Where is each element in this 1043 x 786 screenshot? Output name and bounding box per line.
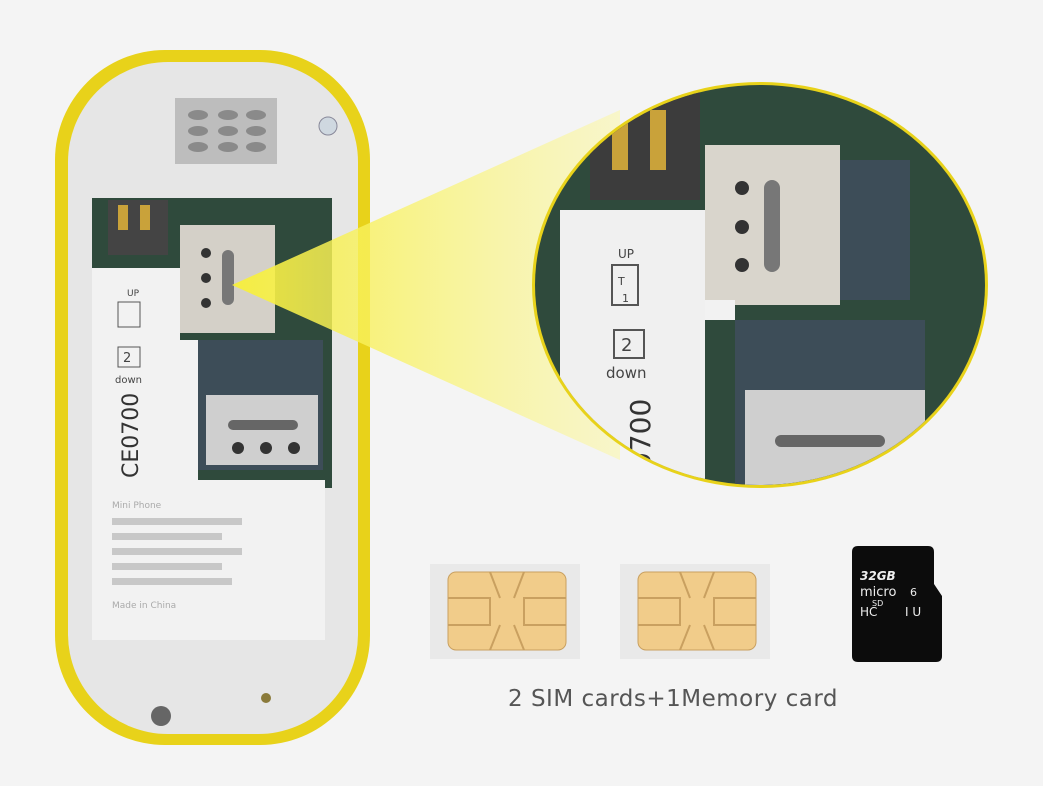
made-in-label: Made in China: [112, 601, 176, 611]
card-hc: HC: [860, 605, 877, 619]
caption: 2 SIM cards+1Memory card: [508, 686, 839, 712]
sim-card-1: [430, 564, 580, 659]
slot2-label: 2: [123, 351, 131, 366]
zoom-slot1-tab: T: [617, 275, 625, 288]
zoom-down-label: down: [606, 364, 646, 382]
down-label: down: [115, 375, 142, 386]
ce-mark: CE0700: [119, 393, 144, 478]
model-label: Mini Phone: [112, 501, 162, 511]
sim-card-2: [620, 564, 770, 659]
zoom-slot2-label: 2: [621, 335, 632, 356]
magnified-view: UP T 1 2 down 0700: [532, 82, 988, 488]
card-sd: SD: [872, 599, 883, 608]
card-speed-class: 6: [910, 586, 917, 599]
zoom-ce-mark: 0700: [624, 399, 657, 470]
zoom-slot1-label: 1: [622, 292, 629, 305]
up-label: UP: [127, 289, 140, 299]
battery-label: [92, 268, 325, 640]
phone-back: UP 2 down CE0700 Mini Phone Made in Chin…: [55, 50, 370, 745]
card-brand: micro: [860, 585, 896, 600]
card-capacity: 32GB: [860, 569, 896, 583]
zoom-up-label: UP: [618, 247, 634, 261]
screw-icon: [151, 706, 171, 726]
memory-card: 32GB micro SD 6 HC I U: [852, 546, 942, 662]
magnify-beam: [232, 110, 620, 460]
camera-icon: [318, 116, 338, 136]
card-uhs: I U: [905, 605, 921, 619]
